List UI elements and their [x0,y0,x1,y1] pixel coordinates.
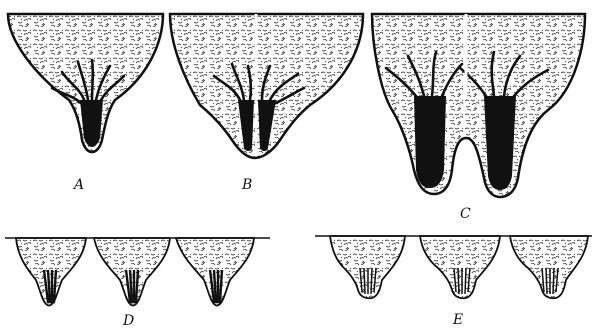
panel-e-udders [315,236,592,298]
panel-c-right-cistern [484,96,516,190]
panel-a-udder [8,14,163,152]
panel-c-label: C [460,207,471,221]
panel-c-udder [372,14,585,197]
panel-a-label: A [74,178,84,192]
panel-d-label: D [123,314,134,328]
panel-d-udder-3 [176,238,254,306]
panel-d-udder-1 [16,238,86,306]
panel-d-udders [5,238,270,306]
panel-e-udder-3 [510,236,588,298]
panel-b-label: B [242,178,252,192]
panel-c-left-cistern [414,96,446,188]
panel-d-udder-2 [94,238,170,306]
panel-e-udder-2 [420,236,500,298]
panel-b-udder [170,14,363,158]
panel-e-label: E [453,313,463,327]
panel-e-udder-1 [330,236,405,298]
